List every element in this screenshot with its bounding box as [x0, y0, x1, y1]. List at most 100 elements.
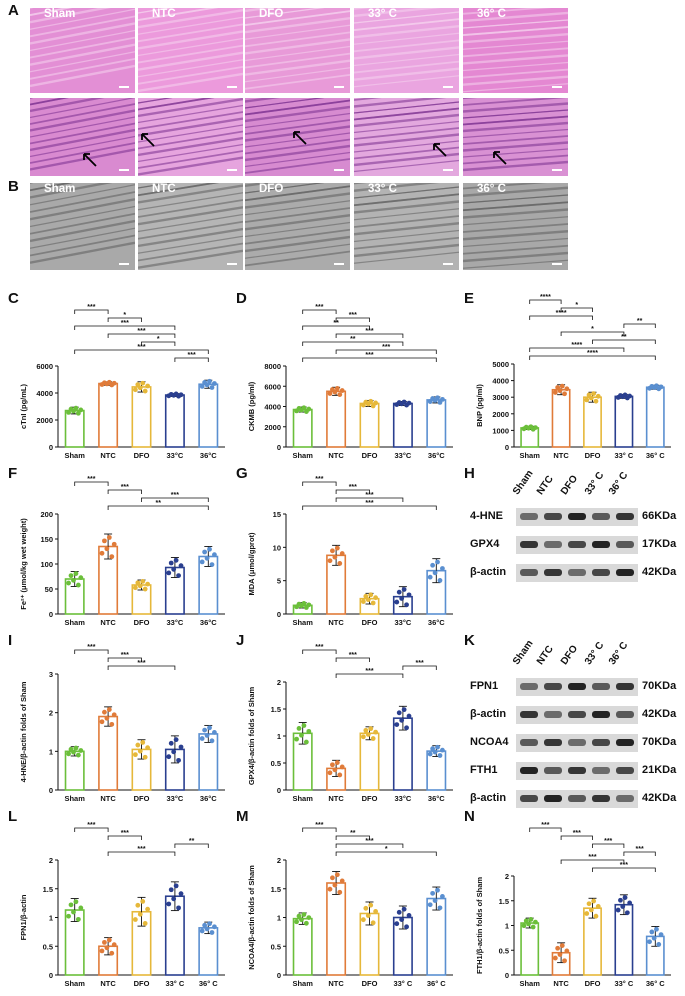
blot-band — [544, 795, 562, 802]
tissue-texture — [354, 183, 459, 265]
y-axis-label: Fe²⁺ (μmol/kg wet weight) — [19, 518, 28, 610]
data-point — [75, 410, 81, 416]
blot-band — [544, 767, 562, 774]
data-point — [66, 580, 71, 586]
bar — [64, 750, 85, 791]
data-point — [71, 749, 76, 755]
blot-row-label: NCOA4 — [470, 736, 509, 748]
significance-bracket — [74, 481, 109, 486]
x-tick-label: DFO — [362, 618, 378, 627]
data-point — [368, 398, 374, 404]
x-tick-label: DFO — [362, 451, 378, 460]
data-point — [370, 736, 376, 741]
data-point — [73, 405, 79, 411]
significance-label: **** — [571, 342, 582, 349]
data-point — [102, 709, 107, 715]
x-tick-label: Sham — [64, 451, 85, 460]
x-tick-label: 36°C — [200, 618, 217, 627]
significance-label: *** — [171, 492, 179, 499]
data-point — [140, 380, 146, 386]
data-point — [624, 910, 630, 916]
blot-row-label: GPX4 — [470, 538, 500, 550]
blot-band — [544, 513, 562, 520]
y-tick-label: 2 — [277, 678, 281, 687]
lane-label: Sham — [510, 638, 536, 667]
data-point — [332, 389, 338, 395]
y-tick-label: 50 — [45, 585, 53, 594]
significance-bracket — [74, 349, 209, 354]
x-tick-label: NTC — [100, 451, 116, 460]
blot-band — [544, 711, 562, 718]
data-point — [168, 740, 174, 746]
significance-bracket — [107, 333, 176, 338]
data-point — [202, 922, 208, 928]
data-point — [530, 924, 536, 930]
data-point — [557, 952, 563, 957]
data-point — [303, 920, 309, 926]
tissue-texture — [354, 8, 459, 88]
significance-bracket — [107, 657, 142, 662]
data-point — [363, 727, 369, 733]
blot-band — [616, 739, 634, 746]
significance-label: **** — [540, 294, 551, 301]
y-axis-label: 4-HNE/β-actin folds of Sham — [19, 681, 28, 782]
y-axis-label: GPX4/β-actin folds of Sham — [247, 686, 256, 785]
data-point — [71, 577, 76, 583]
significance-bracket — [335, 851, 437, 856]
data-point — [212, 381, 217, 386]
arrow-icon — [433, 143, 447, 157]
bar — [614, 903, 634, 976]
data-point — [339, 551, 345, 556]
data-point — [306, 406, 312, 412]
data-point — [171, 749, 177, 755]
data-point — [595, 393, 601, 399]
data-point — [142, 920, 148, 926]
data-point — [204, 733, 210, 738]
y-tick-label: 2 — [277, 856, 281, 865]
y-tick-label: 3000 — [492, 393, 509, 402]
micrograph-tile — [463, 183, 568, 270]
significance-bracket — [335, 673, 404, 678]
data-point — [552, 955, 558, 961]
y-tick-label: 2 — [49, 709, 53, 718]
bar — [131, 386, 152, 448]
significance-label: * — [123, 312, 126, 319]
data-point — [334, 545, 340, 551]
data-point — [591, 391, 597, 397]
data-point — [399, 596, 405, 601]
significance-label: *** — [416, 660, 424, 667]
data-point — [330, 762, 335, 768]
data-point — [337, 561, 343, 566]
y-tick-label: 2 — [49, 856, 53, 865]
x-tick-label: NTC — [100, 979, 116, 988]
data-point — [365, 732, 371, 737]
data-point — [526, 921, 531, 927]
x-tick-label: Sham — [292, 794, 313, 803]
significance-label: *** — [349, 652, 357, 659]
significance-label: *** — [541, 822, 549, 829]
significance-bracket — [107, 489, 142, 494]
data-point — [168, 887, 174, 893]
significance-label: *** — [137, 328, 145, 335]
tissue-texture — [138, 98, 243, 176]
y-tick-label: 100 — [40, 560, 53, 569]
data-point — [432, 570, 438, 576]
lane-label: DFO — [558, 643, 581, 667]
data-point — [199, 384, 205, 389]
x-tick-label: 33°C — [167, 794, 184, 803]
blot-band — [520, 569, 538, 576]
significance-label: *** — [365, 668, 373, 675]
data-point — [564, 948, 570, 954]
significance-bracket — [107, 835, 142, 840]
data-point — [73, 571, 79, 576]
micrograph-tile — [245, 8, 350, 93]
data-point — [334, 385, 340, 391]
y-tick-label: 5000 — [492, 360, 509, 369]
y-tick-label: 0.5 — [499, 946, 509, 955]
x-tick-label: 33° C — [614, 979, 633, 988]
x-tick-label: NTC — [553, 979, 569, 988]
